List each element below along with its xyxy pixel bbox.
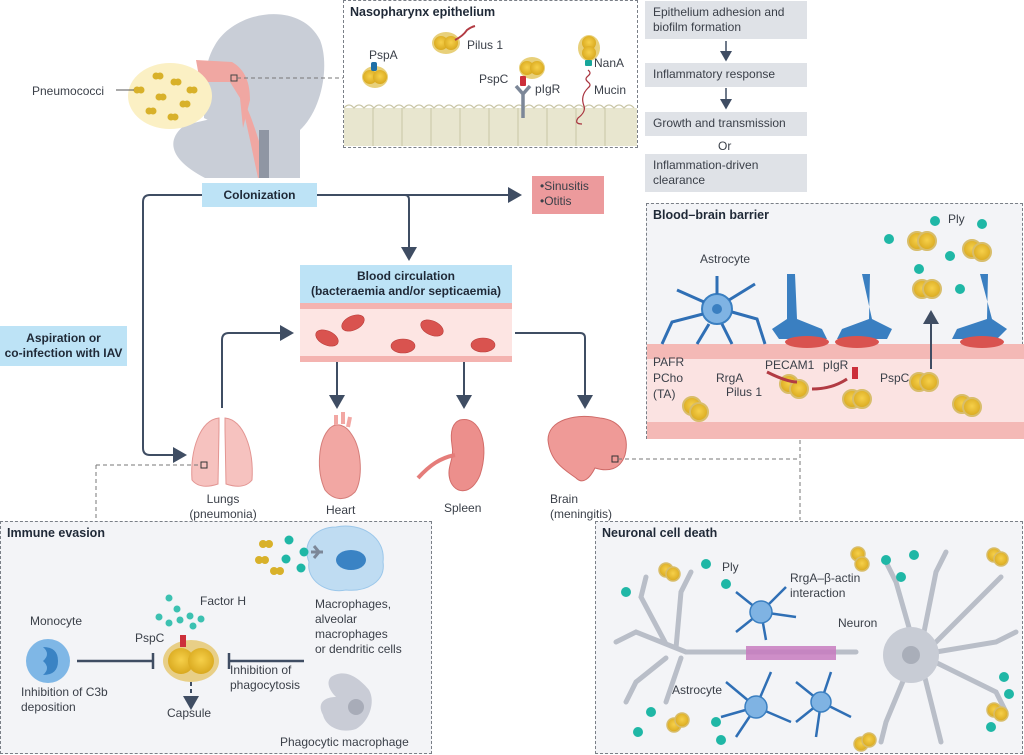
pigr-label: pIgR: [535, 82, 561, 96]
neuronal-illustration: [613, 546, 1019, 752]
rrga-actin-label: RrgA–β-actin interaction: [790, 571, 861, 600]
bbb-ply-label: Ply: [948, 212, 965, 226]
pspa-icon: [371, 62, 377, 71]
outcome-otitis: Otitis: [544, 194, 572, 208]
panel-title: Neuronal cell death: [602, 526, 718, 540]
factor-h-icon: [155, 594, 205, 630]
blood-vessel: [300, 303, 512, 362]
brain-label: Brain (meningitis): [550, 492, 613, 521]
bbb-pspc-label: PspC: [880, 371, 910, 385]
neuronal-astrocyte-label: Astrocyte: [672, 683, 723, 697]
inhibition-phagocytosis-label: Inhibition of phagocytosis: [230, 663, 301, 692]
immune-pspc-label: PspC: [135, 631, 165, 645]
or-label: Or: [718, 139, 732, 153]
bbb-illustration: [647, 216, 1024, 439]
brain-icon: [95, 415, 801, 520]
outcome-sinusitis: Sinusitis: [544, 179, 589, 193]
nasopharynx-epithelium-panel: Nasopharynx epithelium: [343, 0, 638, 148]
mucin-label: Mucin: [594, 83, 627, 97]
nasopharynx-bacteria: [362, 25, 600, 125]
head-silhouette: [173, 14, 343, 178]
blood-brain-barrier-panel: Blood–brain barrier: [646, 203, 1024, 439]
aspiration-box: Aspiration or co-infection with IAV: [0, 326, 127, 366]
astrocyte-endfeet: [772, 274, 1007, 339]
bbb-pigr-label: pIgR: [823, 358, 849, 372]
pilus-icon: [454, 25, 476, 41]
capsule-label: Capsule: [167, 706, 212, 720]
neuronal-ply-label: Ply: [722, 560, 739, 574]
immune-evasion-panel: Immune evasion: [0, 521, 432, 754]
pspc-icon: [520, 76, 526, 86]
pcho-label: PCho: [653, 371, 684, 385]
monocyte-label: Monocyte: [30, 614, 83, 628]
nana-label: NanA: [594, 56, 625, 70]
step-box-clearance: Inflammation-driven clearance: [645, 154, 807, 192]
phagocytic-macrophage-icon: [320, 673, 372, 731]
pecam1-label: PECAM1: [765, 358, 815, 372]
ta-label: (TA): [653, 387, 676, 401]
panel-title: Nasopharynx epithelium: [350, 5, 496, 19]
panel-title: Immune evasion: [7, 526, 105, 540]
pneumococci-label: Pneumococci: [32, 84, 105, 98]
colonization-box: Colonization: [202, 183, 317, 207]
pspc-label: PspC: [479, 72, 509, 86]
pilus1-label: Pilus 1: [467, 38, 504, 52]
spleen-icon: [416, 419, 485, 492]
outcome-box: •Sinusitis •Otitis: [532, 176, 604, 214]
bbb-pilus1-label: Pilus 1: [726, 385, 763, 399]
bbb-astrocyte-label: Astrocyte: [700, 252, 751, 266]
neuronal-cell-death-panel: Neuronal cell death: [595, 521, 1023, 754]
step-box-inflammatory: Inflammatory response: [645, 63, 807, 87]
mucin-icon: [576, 69, 591, 125]
panel-title: Blood–brain barrier: [653, 208, 769, 222]
pafr-label: PAFR: [653, 355, 685, 369]
lungs-icon: [96, 417, 253, 487]
astrocyte-icons: [720, 586, 852, 738]
heart-icon: [318, 412, 361, 499]
rrga-label: RrgA: [716, 371, 744, 385]
heart-label: Heart: [326, 503, 356, 517]
pneumococci-bubble: [116, 63, 212, 129]
macrophages-label: Macrophages, alveolar macrophages or den…: [315, 597, 402, 656]
flow-arrows: [142, 187, 593, 463]
phagocytic-macrophage-label: Phagocytic macrophage: [280, 735, 409, 749]
myelin-sheath-icon: [746, 646, 836, 660]
factor-h-label: Factor H: [200, 594, 247, 608]
epithelium-cells: [343, 104, 637, 146]
pigr-receptor-icon: [514, 84, 532, 118]
inhibition-c3b-label: Inhibition of C3b deposition: [21, 685, 108, 714]
monocyte-icon: [26, 639, 70, 683]
step-box-adhesion: Epithelium adhesion and biofilm formatio…: [645, 1, 807, 39]
immune-illustration: [26, 525, 384, 731]
astrocyte-icon: [660, 276, 767, 345]
neuron-label: Neuron: [838, 616, 878, 630]
step-box-growth: Growth and transmission: [645, 112, 807, 136]
lungs-label: Lungs (pneumonia): [189, 492, 257, 521]
macrophage-icon: [306, 525, 384, 592]
nana-icon: [585, 60, 592, 66]
pspa-label: PspA: [369, 48, 398, 62]
blood-circulation-box: Blood circulation (bacteraemia and/or se…: [300, 265, 512, 303]
spleen-label: Spleen: [444, 501, 482, 515]
trachea-icon: [259, 130, 269, 178]
pneumococcus-capsule-icon: [163, 640, 219, 682]
